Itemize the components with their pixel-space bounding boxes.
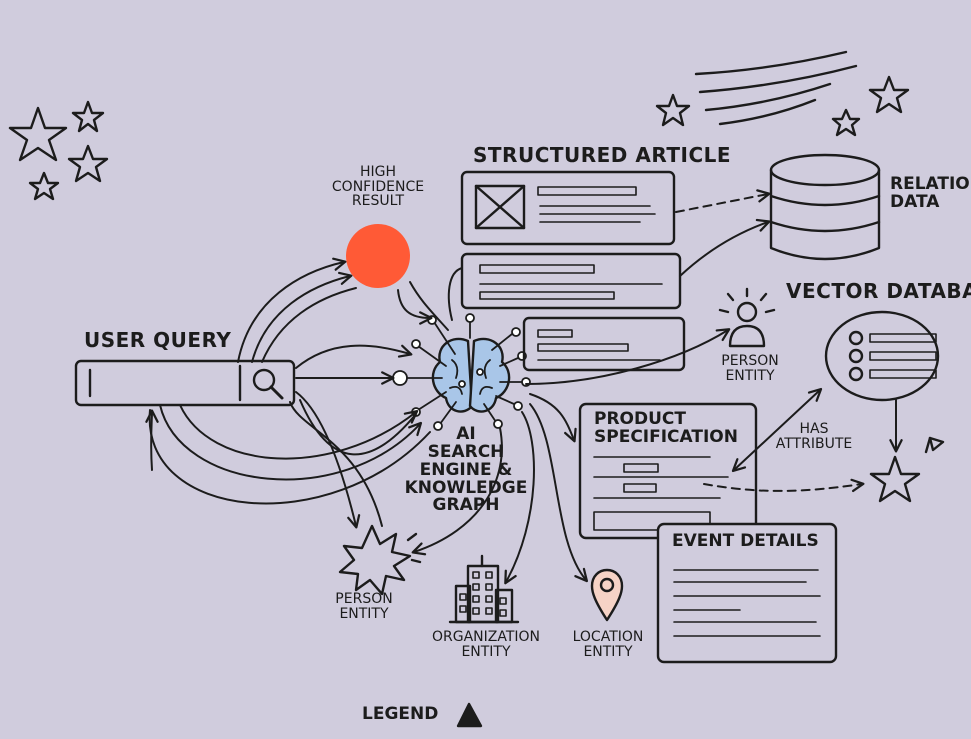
ai-engine-label: AI SEARCH ENGINE & KNOWLEDGE GRAPH bbox=[404, 424, 528, 516]
user-query-label: USER QUERY bbox=[84, 328, 232, 352]
high-confidence-dot bbox=[346, 224, 410, 288]
starburst-icon bbox=[338, 524, 422, 596]
legend-label: LEGEND bbox=[362, 704, 439, 724]
vector-database-label: VECTOR DATABASE bbox=[786, 279, 971, 303]
star-icon bbox=[831, 108, 861, 137]
event-details-card bbox=[656, 522, 838, 664]
article-text-card bbox=[460, 252, 682, 310]
person-icon bbox=[718, 287, 776, 348]
event-details-label: EVENT DETAILS bbox=[672, 531, 819, 551]
legend-triangle-icon bbox=[456, 702, 483, 728]
search-icon bbox=[252, 368, 284, 400]
connector-lines bbox=[145, 189, 903, 585]
location-entity-label: LOCATION ENTITY bbox=[572, 629, 644, 660]
vector-database-bubble bbox=[824, 310, 940, 402]
person-entity-left-label: PERSON ENTITY bbox=[335, 591, 393, 622]
brain-icon bbox=[392, 313, 531, 431]
database-icon bbox=[769, 153, 881, 261]
decorative-swoosh bbox=[694, 50, 858, 126]
has-attribute-label: HAS ATTRIBUTE bbox=[775, 421, 853, 452]
star-icon bbox=[71, 100, 105, 133]
star-icon bbox=[869, 455, 921, 503]
star-icon bbox=[8, 106, 68, 162]
organization-entity-label: ORGANIZATION ENTITY bbox=[431, 629, 541, 660]
star-icon bbox=[67, 144, 109, 183]
structured-article-label: STRUCTURED ARTICLE bbox=[473, 143, 732, 167]
article-list-card bbox=[522, 316, 686, 372]
star-icon bbox=[28, 171, 60, 201]
product-specification-label: PRODUCT SPECIFICATION bbox=[594, 409, 738, 447]
location-pin-icon bbox=[590, 568, 624, 622]
flag-icon bbox=[924, 436, 945, 454]
search-bar bbox=[74, 359, 296, 407]
high-confidence-label: HIGH CONFIDENCE RESULT bbox=[331, 164, 425, 210]
structured-article-card bbox=[460, 170, 676, 246]
person-entity-right-label: PERSON ENTITY bbox=[721, 353, 779, 384]
star-icon bbox=[868, 75, 910, 114]
star-icon bbox=[655, 93, 691, 127]
building-icon bbox=[448, 554, 520, 624]
relational-data-label: RELATION DATA bbox=[890, 174, 971, 212]
